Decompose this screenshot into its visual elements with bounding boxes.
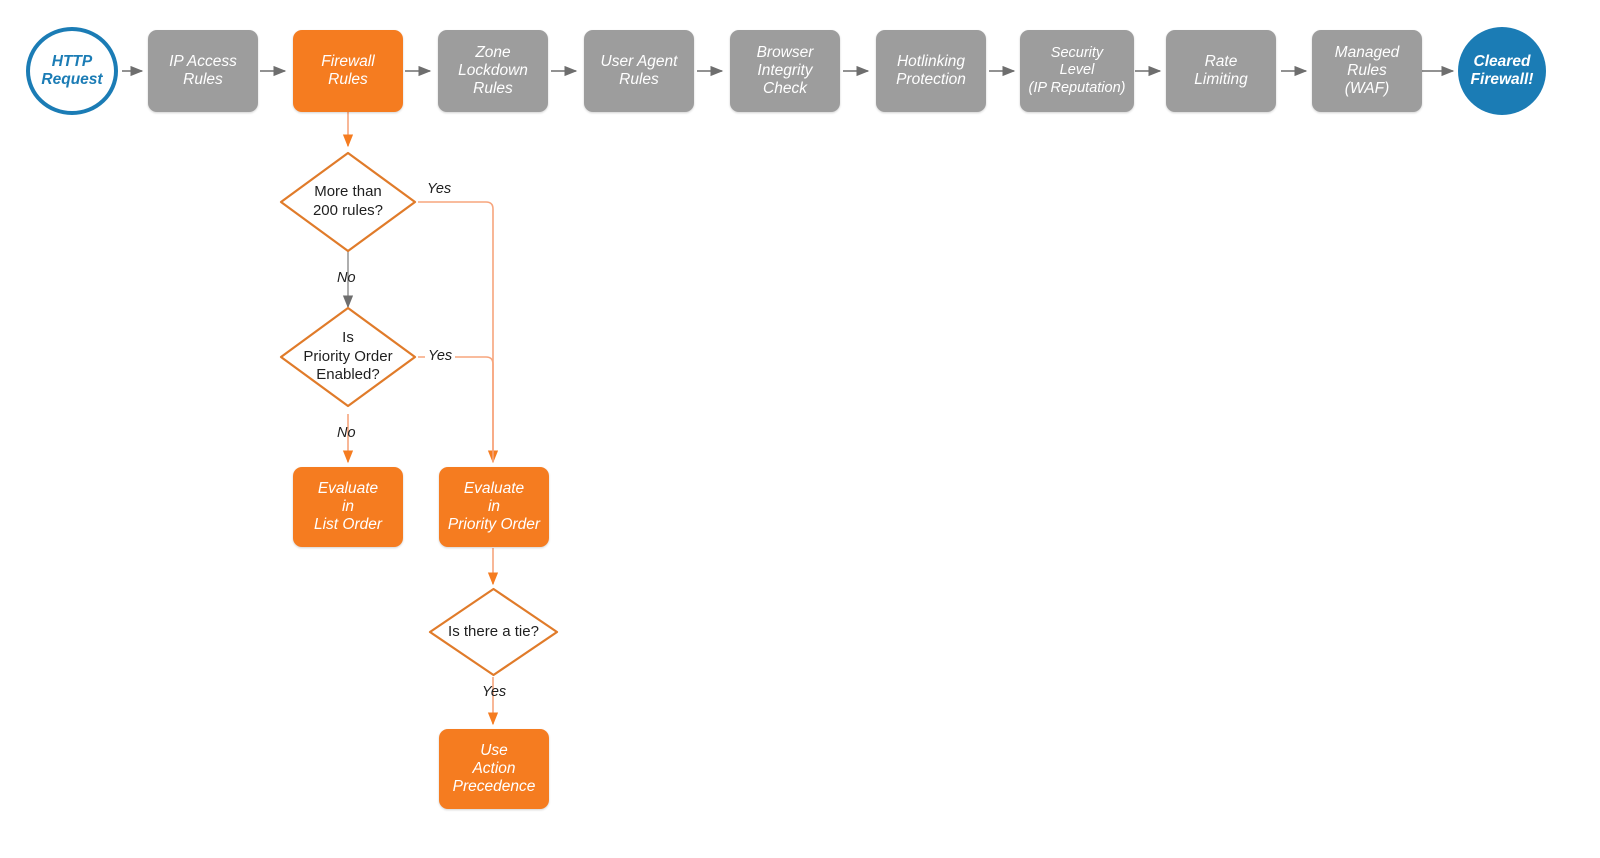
node-managed-rules-waf-label: Managed Rules (WAF) <box>1334 43 1400 98</box>
node-zone-lockdown-rules-label: Zone Lockdown Rules <box>458 43 528 98</box>
node-decision-is-tie-label: Is there a tie? <box>448 622 539 640</box>
node-use-action-precedence[interactable]: Use Action Precedence <box>439 729 549 809</box>
node-decision-priority-order-label: Is Priority Order Enabled? <box>303 328 393 384</box>
node-user-agent-rules-label: User Agent Rules <box>600 52 678 88</box>
node-http-request-label: HTTP Request <box>41 52 103 88</box>
edge-decision200-yes <box>418 201 499 464</box>
node-user-agent-rules[interactable]: User Agent Rules <box>584 30 694 112</box>
node-evaluate-priority-order[interactable]: Evaluate in Priority Order <box>439 467 549 547</box>
node-evaluate-priority-order-label: Evaluate in Priority Order <box>447 479 541 534</box>
node-rate-limiting-label: Rate Limiting <box>1194 52 1248 88</box>
diamond-shape <box>279 306 417 408</box>
node-ip-access-rules-label: IP Access Rules <box>169 52 237 88</box>
edge-label-more-than-200-yes: Yes <box>427 181 452 197</box>
edge-label-more-than-200-no: No <box>337 270 356 286</box>
edge-label-is-tie-yes: Yes <box>482 684 507 700</box>
edge-label-priority-order-yes: Yes <box>425 348 456 364</box>
diamond-shape <box>279 151 417 253</box>
node-ip-access-rules[interactable]: IP Access Rules <box>148 30 258 112</box>
node-cleared-firewall-label: Cleared Firewall! <box>1470 52 1534 88</box>
node-cleared-firewall[interactable]: Cleared Firewall! <box>1458 27 1546 115</box>
node-decision-more-than-200-label: More than 200 rules? <box>312 183 384 219</box>
node-zone-lockdown-rules[interactable]: Zone Lockdown Rules <box>438 30 548 112</box>
node-decision-priority-order[interactable]: Is Priority Order Enabled? <box>278 305 418 409</box>
node-firewall-rules-label: Firewall Rules <box>321 52 375 88</box>
node-browser-integrity-check-label: Browser Integrity Check <box>756 43 814 98</box>
node-use-action-precedence-label: Use Action Precedence <box>452 741 536 796</box>
node-decision-is-tie[interactable]: Is there a tie? <box>427 586 560 678</box>
node-managed-rules-waf[interactable]: Managed Rules (WAF) <box>1312 30 1422 112</box>
node-evaluate-list-order[interactable]: Evaluate in List Order <box>293 467 403 547</box>
node-security-level[interactable]: Security Level (IP Reputation) <box>1020 30 1134 112</box>
edge-priorityorder-yes <box>418 356 494 462</box>
node-evaluate-list-order-label: Evaluate in List Order <box>313 479 383 534</box>
node-decision-more-than-200[interactable]: More than 200 rules? <box>278 150 418 254</box>
diamond-shape <box>428 587 559 677</box>
node-firewall-rules[interactable]: Firewall Rules <box>293 30 403 112</box>
node-http-request[interactable]: HTTP Request <box>26 27 118 115</box>
edge-label-priority-order-no: No <box>337 425 356 441</box>
node-hotlinking-protection-label: Hotlinking Protection <box>896 52 966 88</box>
node-rate-limiting[interactable]: Rate Limiting <box>1166 30 1276 112</box>
node-security-level-label: Security Level (IP Reputation) <box>1028 45 1126 96</box>
node-hotlinking-protection[interactable]: Hotlinking Protection <box>876 30 986 112</box>
node-browser-integrity-check[interactable]: Browser Integrity Check <box>730 30 840 112</box>
